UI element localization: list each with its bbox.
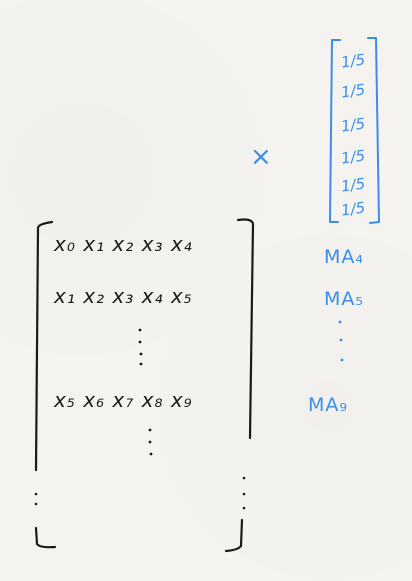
- weight-5: 1/5: [339, 174, 367, 196]
- weights-left-bracket: [329, 39, 341, 223]
- matrix-row-3: x₅ x₆ x₇ x₈ x₉: [54, 388, 193, 412]
- matrix-right-vdots: [242, 476, 246, 510]
- weight-3: 1/5: [339, 114, 367, 136]
- matrix-row-2: x₁ x₂ x₃ x₄ x₅: [54, 284, 193, 308]
- weight-6: 1/5: [339, 198, 367, 220]
- weights-right-bracket: [367, 37, 380, 224]
- matrix-left-bracket: [34, 220, 54, 472]
- weight-4: 1/5: [339, 146, 367, 168]
- matrix-left-vdots: [34, 492, 38, 506]
- weight-1: 1/5: [339, 50, 367, 72]
- matrix-right-bracket: [236, 218, 255, 440]
- outputs-vdots: [338, 320, 344, 362]
- weight-2: 1/5: [339, 80, 367, 102]
- multiply-operator: ×: [250, 142, 272, 172]
- output-ma9: MA₉: [308, 394, 349, 416]
- matrix-lower-vdots: [148, 428, 153, 456]
- output-ma4: MA₄: [324, 246, 365, 268]
- output-ma5: MA₅: [324, 288, 365, 310]
- matrix-row-1: x₀ x₁ x₂ x₃ x₄: [54, 232, 193, 256]
- matrix-lower-right-bracket: [224, 518, 244, 553]
- matrix-lower-left-bracket: [34, 526, 57, 549]
- matrix-middle-vdots: [138, 328, 143, 366]
